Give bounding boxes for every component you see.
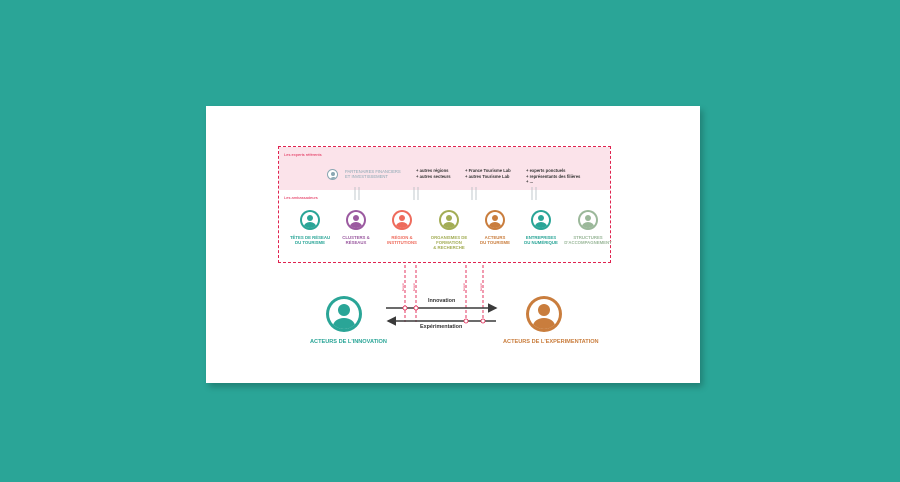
need-nodes	[402, 305, 486, 324]
ambassador-label-line: FORMATION	[436, 240, 462, 246]
innovation-actor-label: ACTEURS DE L'INNOVATION	[310, 339, 387, 345]
need-links	[404, 265, 484, 322]
network-box: Les experts référents PARTENAIRES FINANC…	[278, 146, 613, 263]
experimentation-actor-label: ACTEURS DE L'EXPERIMENTATION	[503, 339, 599, 345]
experts-item: + ...	[526, 179, 534, 185]
person-icon	[300, 210, 320, 230]
innovation-label: Innovation	[428, 298, 456, 304]
ambassador-label-line: STRUCTURES	[573, 235, 603, 240]
ambassador-label-line: DU NUMÉRIQUE	[524, 240, 558, 246]
ambassador-label-line: DU TOURISME	[294, 240, 325, 246]
ambassador-label-line: INSTITUTIONS	[387, 240, 417, 246]
ambassador-label-line: ACTEURS	[484, 235, 506, 240]
partners-line-1: PARTENAIRES FINANCIERS	[345, 169, 401, 174]
person-icon	[346, 210, 366, 230]
lab-item: + France Tourisme Lab	[465, 168, 511, 173]
person-icon	[578, 210, 598, 230]
lab-list: + France Tourisme Lab + autres Tourisme …	[465, 168, 511, 179]
ambassador-label-line: RÉSEAUX	[345, 240, 367, 246]
flow-connectors	[354, 187, 537, 326]
ambassadors-section-label: Les ambassadeurs	[284, 195, 318, 200]
person-icon	[485, 210, 505, 230]
need-label: besoin	[412, 282, 416, 291]
ambassador-label-line: DU TOURISME	[479, 240, 510, 246]
experts-band	[279, 147, 610, 190]
person-icon	[531, 210, 551, 230]
partners-label: PARTENAIRES FINANCIERS ET INVESTISSEMENT	[345, 169, 401, 180]
regions-item: + autres secteurs	[416, 173, 451, 179]
regions-list: + autres régions + autres secteurs	[416, 168, 451, 179]
ambassador-label: CLUSTERS &RÉSEAUX	[331, 235, 381, 245]
innovation-actor-icon	[326, 296, 362, 332]
ambassador-label-line: D'ACCOMPAGNEMENT	[564, 240, 612, 246]
ambassador-label-line: ENTREPRISES	[525, 235, 557, 240]
ambassador-item: RÉGION &INSTITUTIONS	[377, 210, 427, 245]
experts-section-label: Les experts référents	[284, 152, 322, 157]
diagram-card: Les experts référents PARTENAIRES FINANC…	[206, 106, 700, 383]
need-label: besoin	[401, 282, 405, 291]
person-icon	[392, 210, 412, 230]
experts-list: + experts ponctuels + représentants des …	[526, 168, 580, 185]
ambassador-label-line: RÉGION &	[391, 235, 413, 240]
experts-item: + représentants des filières	[526, 173, 581, 179]
partners-person-icon	[327, 169, 338, 180]
experimentation-actor-icon	[526, 296, 562, 332]
regions-item: + autres régions	[416, 168, 449, 173]
person-icon	[439, 210, 459, 230]
partners-line-2: ET INVESTISSEMENT	[345, 174, 388, 180]
ambassador-label-line: TÊTES DE RÉSEAU	[289, 235, 331, 240]
ambassador-label-line: CLUSTERS &	[342, 235, 370, 240]
lab-item: + autres Tourisme Lab	[465, 173, 510, 179]
experts-item: + experts ponctuels	[526, 168, 566, 173]
experimentation-label: Expérimentation	[420, 324, 463, 330]
expert-arrows	[354, 187, 537, 200]
ambassador-label-line: & RECHERCHE	[433, 245, 465, 251]
need-label: besoin	[462, 282, 466, 291]
ambassador-label-line: ORGANISMES DE	[430, 235, 468, 240]
need-label: besoin	[479, 282, 483, 291]
ambassador-label: RÉGION &INSTITUTIONS	[377, 235, 427, 245]
ambassador-item: CLUSTERS &RÉSEAUX	[331, 210, 381, 245]
